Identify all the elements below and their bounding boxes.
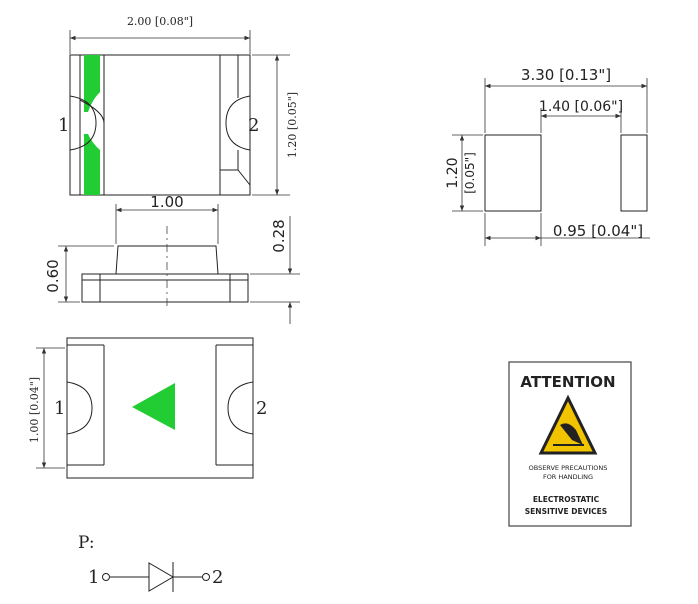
pad-gap-dimension: 1.40 [0.06"]: [539, 99, 623, 115]
pad-width-dimension: 0.95 [0.04"]: [553, 222, 643, 240]
cathode-marker: [84, 55, 100, 112]
attention-line-2: FOR HANDLING: [543, 473, 593, 481]
pad-right: [620, 134, 648, 212]
attention-line-3: ELECTROSTATIC: [533, 495, 600, 504]
bottom-height-dimension: 1.00 [0.04"]: [28, 377, 41, 443]
pad-height-dimension-in: [0.05"]: [463, 152, 477, 194]
side-top-width-dimension: 1.00: [150, 193, 183, 211]
side-view-substrate: [81, 273, 249, 303]
diode-triangle: [148, 562, 174, 592]
pad-height-dimension-mm: 1.20: [445, 157, 461, 188]
side-cap-height-dimension: 0.28: [270, 219, 288, 252]
side-view: 1.00 0.60 0.28: [44, 193, 300, 324]
top-height-dimension: 1.20 [0.05"]: [286, 92, 299, 158]
top-view: 1 2 2.00 [0.08"] 1.20 [0.05"]: [58, 15, 299, 196]
attention-title: ATTENTION: [520, 373, 615, 391]
side-height-dimension: 0.60: [44, 259, 62, 292]
esd-attention-label: ATTENTION OBSERVE PRECAUTIONS FOR HANDLI…: [508, 361, 632, 527]
pad-overall-dimension: 3.30 [0.13"]: [521, 66, 611, 84]
diode-schematic: P: 1 2: [78, 533, 223, 592]
schematic-pin-2: 2: [212, 567, 223, 588]
attention-line-4: SENSITIVE DEVICES: [525, 507, 607, 516]
polarity-triangle: [132, 383, 175, 430]
bottom-view: 1 2 1.00 [0.04"]: [28, 337, 267, 479]
attention-line-1: OBSERVE PRECAUTIONS: [529, 464, 608, 472]
top-width-dimension: 2.00 [0.08"]: [127, 15, 193, 28]
top-pin-2-label: 2: [248, 115, 259, 136]
bottom-pin-2-label: 2: [256, 398, 267, 419]
bottom-view-body: [66, 337, 254, 479]
top-pin-1-label: 1: [58, 115, 69, 136]
bottom-pin-1-label: 1: [54, 398, 65, 419]
pad-left: [484, 134, 542, 212]
schematic-label: P:: [78, 533, 95, 553]
top-view-body: [69, 54, 251, 196]
pad-layout: 3.30 [0.13"] 1.40 [0.06"] 1.20 [0.05"] 0…: [445, 66, 650, 246]
schematic-pin-1: 1: [88, 567, 99, 588]
